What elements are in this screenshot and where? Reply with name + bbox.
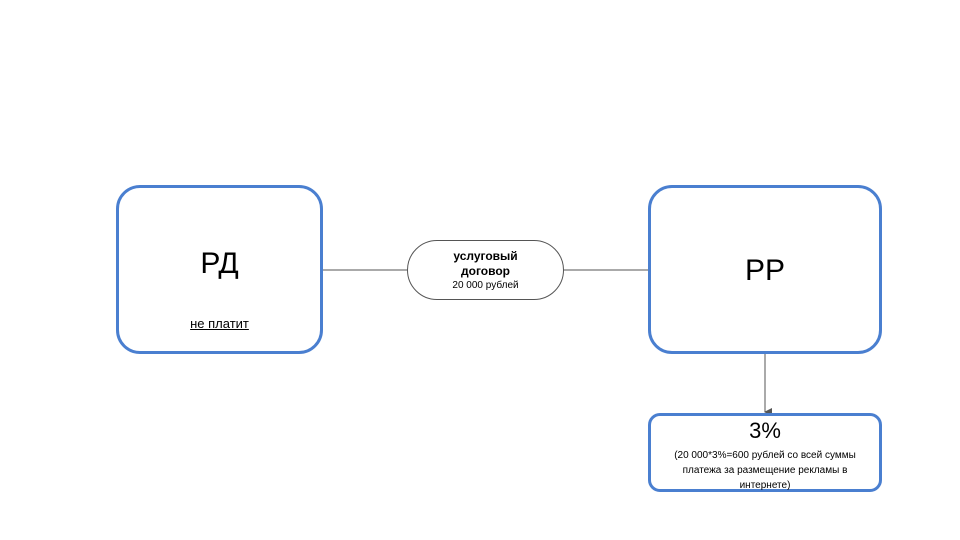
node-percent-note: (20 000*3%=600 рублей со всей суммы плат…: [674, 450, 856, 491]
node-contract-amount: 20 000 рублей: [452, 280, 519, 291]
node-rd-title: РД: [200, 247, 239, 280]
node-rp[interactable]: РР: [648, 185, 882, 354]
node-rd[interactable]: РД не платит: [116, 185, 323, 354]
node-rp-title: РР: [744, 254, 786, 287]
node-contract[interactable]: услуговый договор 20 000 рублей: [407, 240, 564, 300]
node-rd-note: не платит: [190, 316, 249, 331]
node-contract-title: услуговый договор: [453, 249, 518, 278]
node-percent[interactable]: 3% (20 000*3%=600 рублей со всей суммы п…: [648, 413, 882, 492]
node-percent-title: 3%: [749, 418, 781, 443]
